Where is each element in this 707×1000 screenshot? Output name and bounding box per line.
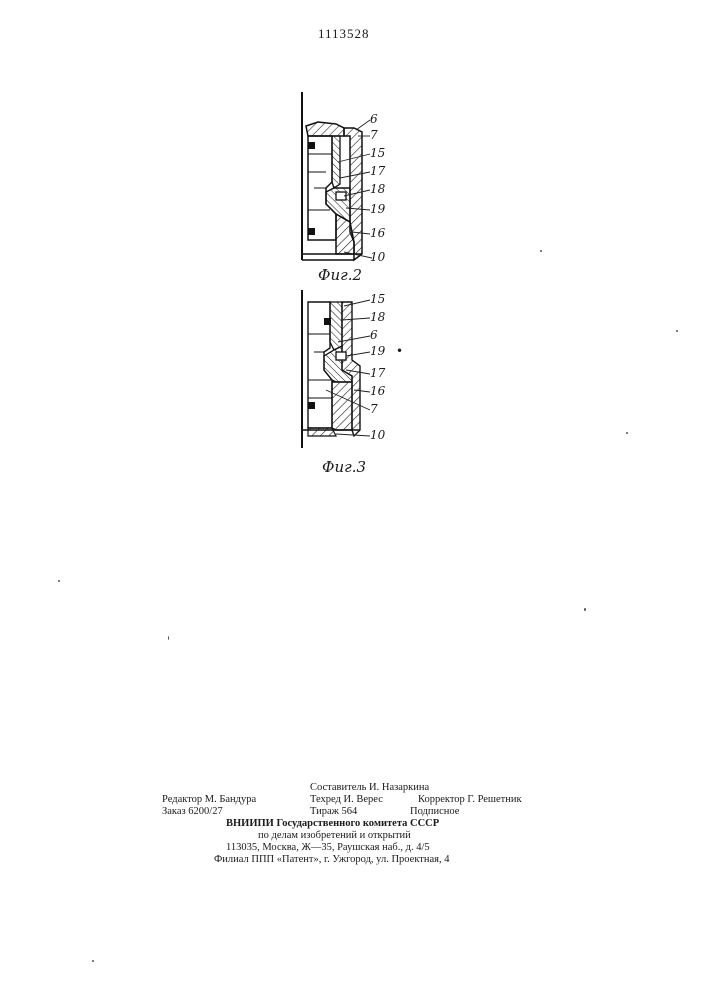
fig3-callout-7: 7	[370, 402, 378, 416]
scan-speck	[584, 608, 586, 611]
scan-speck	[676, 330, 678, 332]
figure-3-caption: Фиг.3	[322, 458, 366, 476]
fig2-callout-16: 16	[370, 226, 385, 240]
fig3-seal-upper	[324, 318, 331, 325]
imprint-affairs: по делам изобретений и открытий	[258, 830, 411, 842]
fig3-seal-lower	[308, 402, 315, 409]
imprint-branch: Филиал ППП «Патент», г. Ужгород, ул. Про…	[214, 854, 449, 866]
figure-2-caption: Фиг.2	[318, 266, 362, 284]
scan-speck	[58, 580, 60, 582]
imprint-compiler: Составитель И. Назаркина	[310, 782, 429, 794]
fig3-stray-mark: •	[396, 344, 403, 358]
fig3-upper-ring	[330, 302, 342, 350]
fig2-callout-17: 17	[370, 164, 385, 178]
fig2-seal-upper	[308, 142, 315, 149]
fig3-callout-19: 19	[370, 344, 385, 358]
fig2-seal-lower	[308, 228, 315, 235]
imprint-subscription: Подписное	[410, 806, 459, 818]
fig2-callout-15: 15	[370, 146, 385, 160]
patent-number: 1113528	[318, 26, 370, 42]
scan-speck	[540, 250, 542, 252]
imprint-address: 113035, Москва, Ж—35, Раушская наб., д. …	[226, 842, 430, 854]
imprint-techred: Техред И. Верес	[310, 794, 383, 806]
fig2-callout-18: 18	[370, 182, 385, 196]
fig3-callout-10: 10	[370, 428, 385, 442]
fig2-callout-19: 19	[370, 202, 385, 216]
imprint-editor: Редактор М. Бандура	[162, 794, 256, 806]
fig2-callout-10: 10	[370, 250, 385, 264]
imprint-institute: ВНИИПИ Государственного комитета СССР	[226, 818, 439, 830]
scan-speck	[92, 960, 94, 962]
fig3-callout-15: 15	[370, 292, 385, 306]
fig3-callout-6: 6	[370, 328, 378, 342]
fig2-callout-7: 7	[370, 128, 378, 142]
fig3-callout-16: 16	[370, 384, 385, 398]
imprint-order: Заказ 6200/27	[162, 806, 223, 818]
fig3-lower-block	[332, 382, 352, 430]
scan-speck	[626, 432, 628, 434]
figure-3-drawing	[296, 290, 416, 450]
fig2-callout-6: 6	[370, 112, 378, 126]
scan-speck	[168, 636, 169, 640]
imprint-circulation: Тираж 564	[310, 806, 357, 818]
fig3-callout-18: 18	[370, 310, 385, 324]
imprint-corrector: Корректор Г. Решетник	[418, 794, 522, 806]
figure-2-drawing	[296, 92, 416, 272]
fig2-top-cap	[306, 122, 344, 136]
fig3-seat	[336, 352, 346, 360]
fig3-callout-17: 17	[370, 366, 385, 380]
